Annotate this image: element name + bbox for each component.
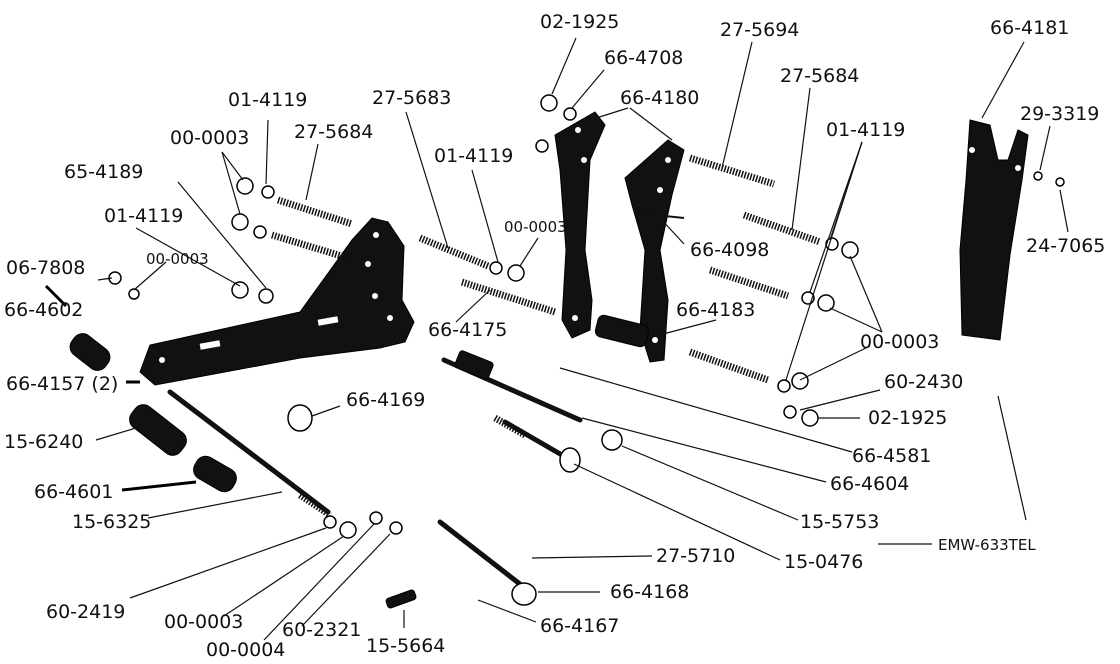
- spacer-sleeves: [69, 333, 581, 609]
- label-15-6240: 15-6240: [4, 431, 83, 453]
- label-15-5753: 15-5753: [800, 511, 879, 533]
- label-66-4604: 66-4604: [830, 473, 909, 495]
- label-emw-633tel: EMW-633TEL: [938, 536, 1036, 554]
- label-66-4708: 66-4708: [604, 47, 683, 69]
- spacer-tube-66-4183: [594, 314, 650, 348]
- label-66-4602: 66-4602: [4, 299, 83, 321]
- left-stand-plates: [554, 111, 685, 363]
- label-66-4169: 66-4169: [346, 389, 425, 411]
- label-66-4183: 66-4183: [676, 299, 755, 321]
- label-65-4189: 65-4189: [64, 161, 143, 183]
- label-27-5684-right: 27-5684: [780, 65, 859, 87]
- label-29-3319: 29-3319: [1020, 103, 1099, 125]
- label-60-2419: 60-2419: [46, 601, 125, 623]
- label-15-6325: 15-6325: [72, 511, 151, 533]
- label-01-4119-left: 01-4119: [104, 205, 183, 227]
- label-60-2321: 60-2321: [282, 619, 361, 641]
- label-27-5684-left: 27-5684: [294, 121, 373, 143]
- label-24-7065: 24-7065: [1026, 235, 1105, 257]
- label-06-7808: 06-7808: [6, 257, 85, 279]
- label-60-2430: 60-2430: [884, 371, 963, 393]
- label-66-4601: 66-4601: [34, 481, 113, 503]
- label-66-4157: 66-4157 (2): [6, 373, 118, 395]
- label-02-1925-right: 02-1925: [868, 407, 947, 429]
- label-27-5694: 27-5694: [720, 19, 799, 41]
- label-00-0003-topleft: 00-0003: [170, 127, 249, 149]
- rods-and-studs: [167, 154, 822, 591]
- main-bracket: [139, 217, 415, 386]
- label-66-4098: 66-4098: [690, 239, 769, 261]
- label-27-5683: 27-5683: [372, 87, 451, 109]
- label-02-1925-top: 02-1925: [540, 11, 619, 33]
- leader-lines: [44, 37, 1069, 641]
- label-66-4181: 66-4181: [990, 17, 1069, 39]
- label-00-0003-small-left: 00-0003: [146, 250, 209, 268]
- label-66-4180: 66-4180: [620, 87, 699, 109]
- part-labels: 02-1925 66-4708 27-5694 66-4181 66-4180 …: [4, 11, 1105, 661]
- label-66-4581: 66-4581: [852, 445, 931, 467]
- label-66-4175: 66-4175: [428, 319, 507, 341]
- label-27-5710: 27-5710: [656, 545, 735, 567]
- label-01-4119-mid: 01-4119: [434, 145, 513, 167]
- label-00-0003-small-mid: 00-0003: [504, 218, 567, 236]
- label-15-0476: 15-0476: [784, 551, 863, 573]
- label-15-5664: 15-5664: [366, 635, 445, 657]
- label-66-4168: 66-4168: [610, 581, 689, 603]
- stand-plate-66-4181: [959, 119, 1029, 341]
- label-01-4119-top: 01-4119: [228, 89, 307, 111]
- label-01-4119-right: 01-4119: [826, 119, 905, 141]
- label-66-4167: 66-4167: [540, 615, 619, 637]
- label-00-0003-bottom: 00-0003: [164, 611, 243, 633]
- nuts-and-washers: [108, 94, 1065, 539]
- label-00-0004: 00-0004: [206, 639, 285, 661]
- label-00-0003-right: 00-0003: [860, 331, 939, 353]
